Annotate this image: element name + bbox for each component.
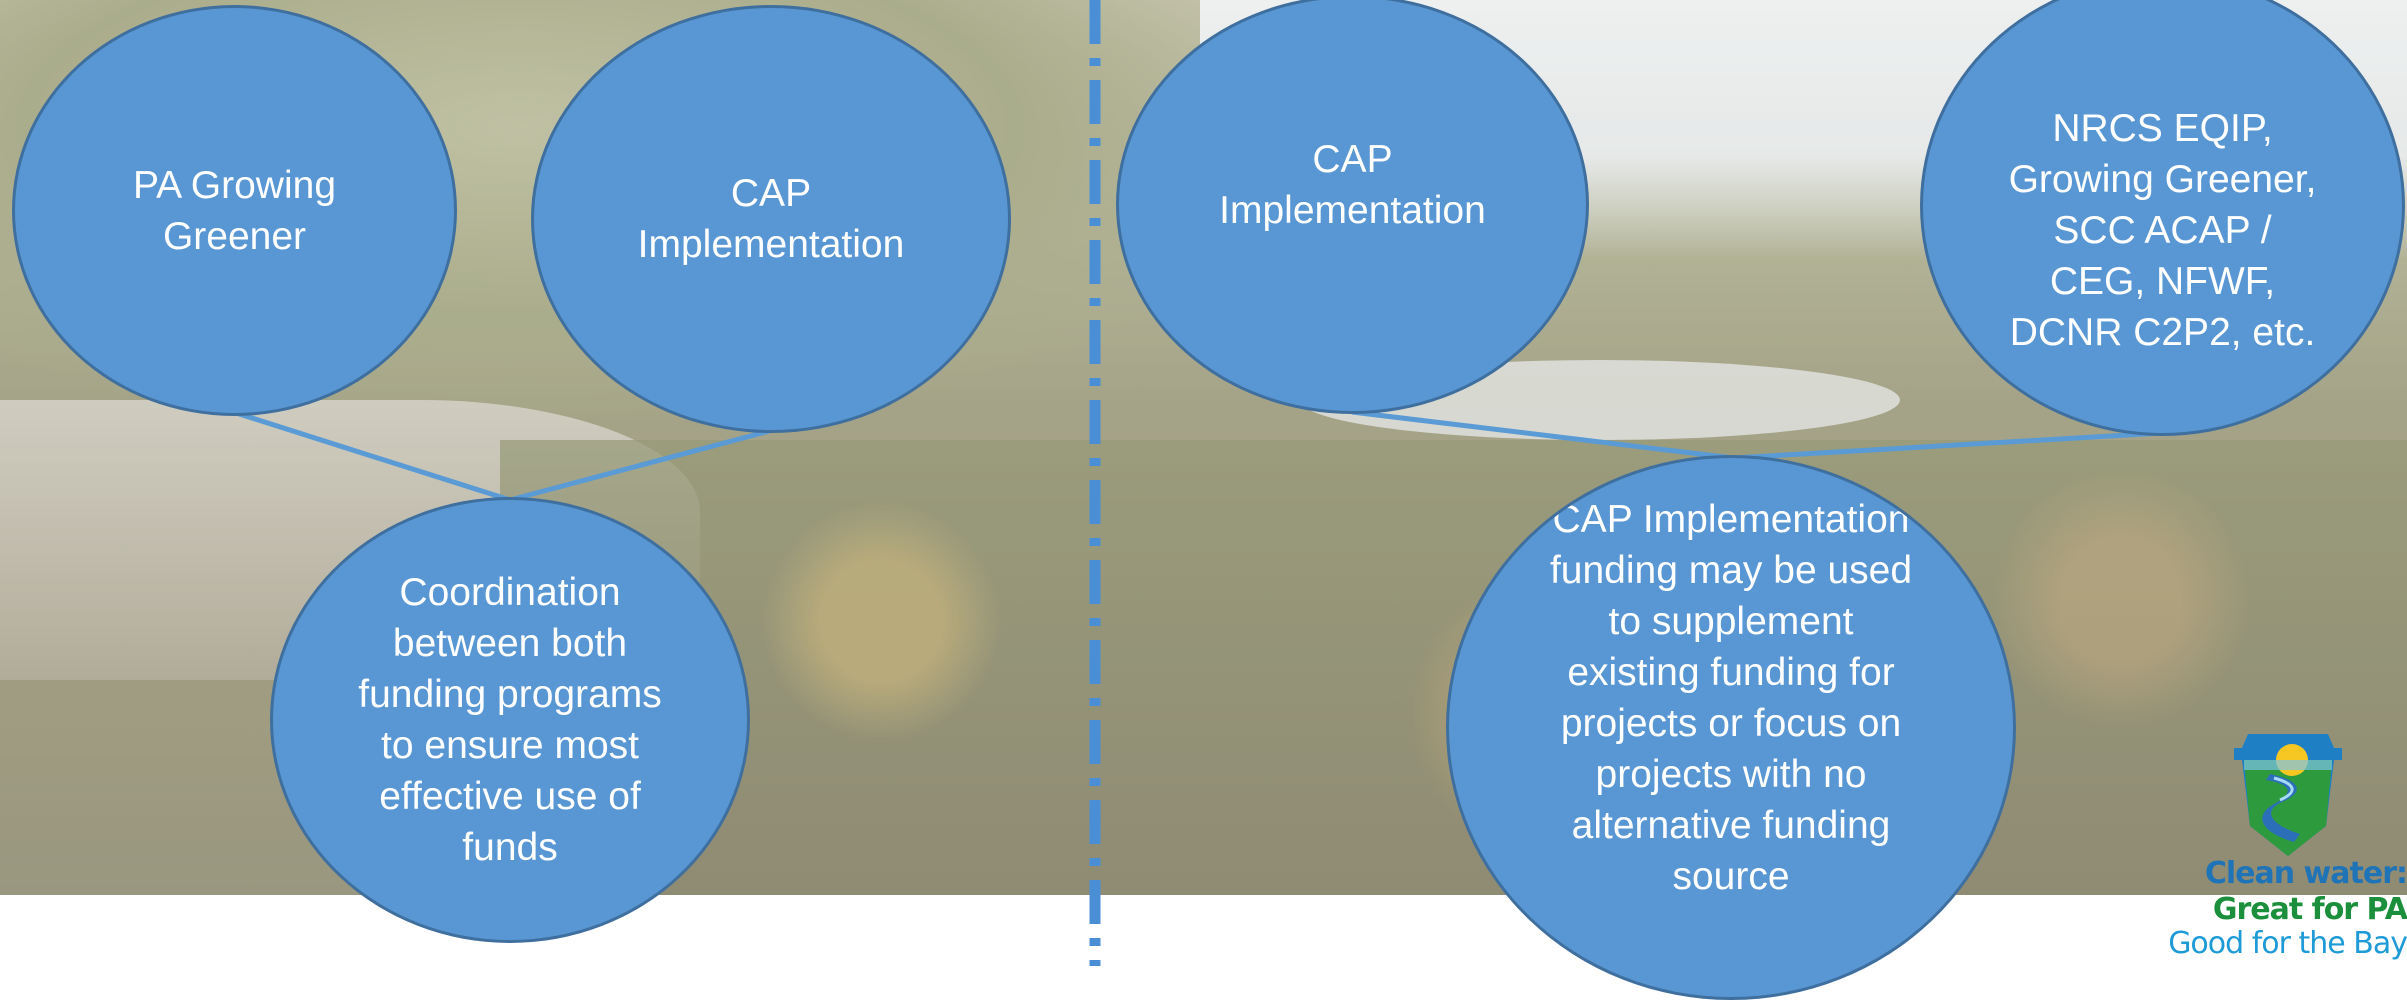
logo-line-good-for-bay: Good for the Bay: [2168, 926, 2407, 961]
node-other-funding-sources: NRCS EQIP, Growing Greener, SCC ACAP / C…: [1920, 0, 2405, 436]
clean-water-logo: Clean water: Great for PA Good for the B…: [2168, 730, 2407, 966]
connector-left-b: [509, 427, 774, 503]
node-cap-implementation-right: CAP Implementation: [1116, 0, 1589, 414]
connector-left-a: [232, 409, 511, 503]
node-pa-growing-greener-label: PA Growing Greener: [132, 163, 337, 258]
node-cap-funding-supplement: CAP Implementation funding may be used t…: [1446, 455, 2016, 1000]
diagram-connectors: [232, 0, 2164, 966]
node-coordination: Coordination between both funding progra…: [270, 497, 750, 943]
node-pa-growing-greener: PA Growing Greener: [12, 5, 457, 416]
node-coordination-label: Coordination between both funding progra…: [358, 571, 662, 869]
node-cap-funding-supplement-label: CAP Implementation funding may be used t…: [1549, 497, 1913, 898]
logo-line-clean-water: Clean water:: [2204, 856, 2407, 891]
node-cap-implementation-left: CAP Implementation: [531, 5, 1011, 433]
logo-line-great-for-pa: Great for PA: [2212, 892, 2407, 927]
connector-right-a: [1351, 409, 1734, 461]
keystone-river-icon: [2234, 734, 2342, 856]
node-other-funding-sources-label: NRCS EQIP, Growing Greener, SCC ACAP / C…: [2008, 107, 2317, 354]
node-cap-implementation-right-label: CAP Implementation: [1219, 137, 1486, 232]
connector-right-b: [1732, 430, 2164, 461]
node-cap-implementation-left-label: CAP Implementation: [637, 172, 905, 266]
